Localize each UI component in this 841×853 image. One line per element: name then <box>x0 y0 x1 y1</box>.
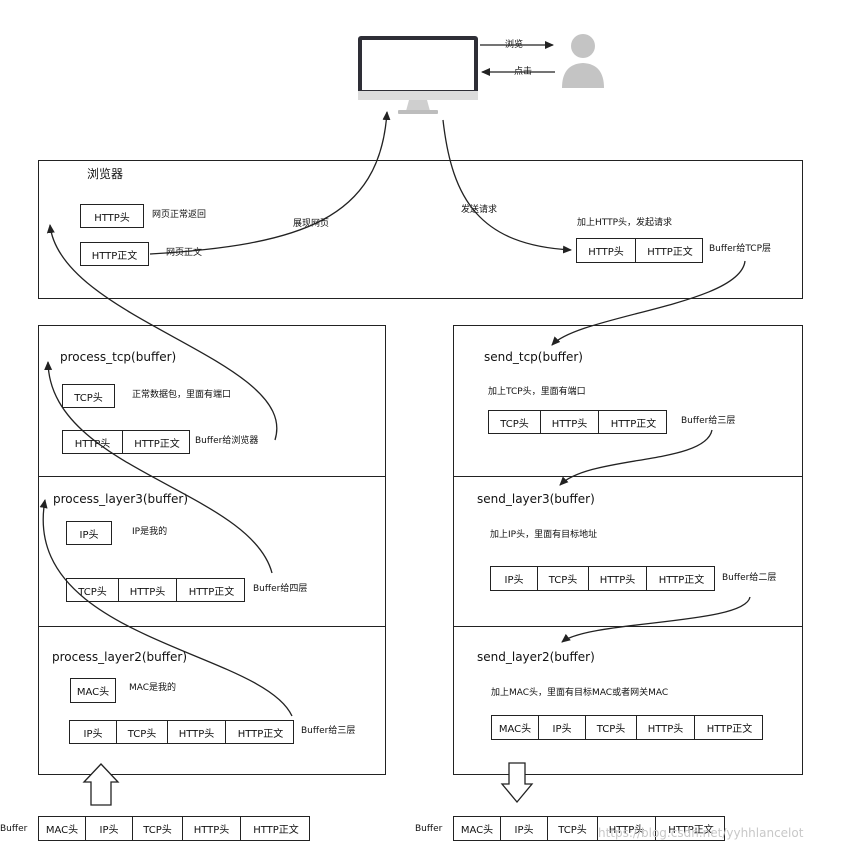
click-label: 点击 <box>514 67 533 77</box>
recv-tcp-cells: HTTP头 HTTP正文 <box>62 430 190 454</box>
cell: IP头 <box>500 817 547 840</box>
ip-note: IP是我的 <box>132 527 168 537</box>
cell: HTTP头 <box>118 579 176 601</box>
cell: HTTP头 <box>597 817 655 840</box>
cell: HTTP头 <box>540 411 598 433</box>
browse-label: 浏览 <box>505 40 524 50</box>
cell: HTTP正文 <box>225 721 295 743</box>
add-http-note: 加上HTTP头，发起请求 <box>577 218 673 228</box>
http-body-note: 网页正文 <box>166 248 203 258</box>
cell: MAC头 <box>45 825 79 836</box>
cell: TCP头 <box>547 817 597 840</box>
cell: IP头 <box>538 716 585 739</box>
cell: IP头 <box>504 575 524 586</box>
send-request-label: 发送请求 <box>461 205 498 215</box>
send-l2-cells: MAC头 IP头 TCP头 HTTP头 HTTP正文 <box>491 715 763 740</box>
cell: HTTP正文 <box>240 817 311 840</box>
cell: HTTP正文 <box>694 716 764 739</box>
send-tcp-cells: TCP头 HTTP头 HTTP正文 <box>488 410 667 434</box>
process-layer2-title: process_layer2(buffer) <box>52 650 188 664</box>
cell: IP头 <box>83 728 103 740</box>
cell: TCP头 <box>132 817 182 840</box>
request-cells: HTTP头 HTTP正文 <box>576 238 703 263</box>
process-layer3-title: process_layer3(buffer) <box>53 492 189 506</box>
send-tcp-buffer-label: Buffer给三层 <box>681 416 736 426</box>
cell: HTTP头 <box>636 716 694 739</box>
cell: HTTP正文 <box>635 239 704 262</box>
cell: HTTP正文 <box>655 817 726 840</box>
send-layer2-title: send_layer2(buffer) <box>477 650 595 664</box>
http-body-cell: HTTP正文 <box>91 250 138 262</box>
send-tcp-title: send_tcp(buffer) <box>484 350 583 364</box>
send-buffer-label: Buffer <box>415 824 443 834</box>
cell: HTTP正文 <box>646 567 716 590</box>
buffer-to-tcp-label: Buffer给TCP层 <box>709 244 771 254</box>
http-head-note: 网页正常返回 <box>152 210 207 220</box>
recv-buffer-label: Buffer <box>0 824 28 834</box>
browser-title: 浏览器 <box>87 167 124 181</box>
send-buffer-cells: MAC头 IP头 TCP头 HTTP头 HTTP正文 <box>453 816 725 841</box>
http-body-box: HTTP正文 <box>80 242 149 266</box>
process-tcp-title: process_tcp(buffer) <box>60 350 177 364</box>
send-l3-cells: IP头 TCP头 HTTP头 HTTP正文 <box>490 566 715 591</box>
recv-l3-cells: TCP头 HTTP头 HTTP正文 <box>66 578 245 602</box>
cell: HTTP正文 <box>176 579 246 601</box>
cell: TCP头 <box>500 418 529 430</box>
cell: HTTP头 <box>588 247 624 258</box>
buffer-to-layer3-label: Buffer给三层 <box>301 726 356 736</box>
cell: HTTP头 <box>182 817 240 840</box>
ip-head-box: IP头 <box>66 521 112 545</box>
cell: MAC头 <box>498 724 532 735</box>
recv-l2-cells: IP头 TCP头 HTTP头 HTTP正文 <box>69 720 294 744</box>
cell: HTTP正文 <box>598 411 668 433</box>
tcp-head-box: TCP头 <box>62 384 115 408</box>
send-layer2-panel <box>453 626 803 775</box>
cell: MAC头 <box>460 825 494 836</box>
cell: HTTP正文 <box>122 431 191 453</box>
cell: TCP头 <box>116 721 167 743</box>
send-tcp-note: 加上TCP头，里面有端口 <box>488 387 586 397</box>
send-tcp-panel <box>453 325 803 477</box>
monitor-icon <box>357 35 479 117</box>
cell: TCP头 <box>537 567 588 590</box>
user-icon <box>560 32 606 90</box>
watermark: https://blog.csdn.net/yyhhlancelot <box>598 826 804 840</box>
cell: MAC头 <box>76 687 110 698</box>
send-layer3-title: send_layer3(buffer) <box>477 492 595 506</box>
tcp-note: 正常数据包，里面有端口 <box>132 390 232 400</box>
send-layer2-note: 加上MAC头，里面有目标MAC或者网关MAC <box>491 688 669 698</box>
cell: TCP头 <box>78 586 107 598</box>
browser-panel <box>38 160 803 299</box>
mac-head-box: MAC头 <box>70 678 116 703</box>
cell: TCP头 <box>74 392 103 404</box>
cell: IP头 <box>79 529 99 541</box>
buffer-to-browser-label: Buffer给浏览器 <box>195 436 259 446</box>
send-layer3-note: 加上IP头，里面有目标地址 <box>490 530 598 540</box>
http-head-cell: HTTP头 <box>94 212 130 224</box>
mac-note: MAC是我的 <box>129 683 177 693</box>
buffer-to-layer4-label: Buffer给四层 <box>253 584 308 594</box>
show-page-label: 展现网页 <box>293 219 330 229</box>
cell: HTTP头 <box>167 721 225 743</box>
recv-buffer-cells: MAC头 IP头 TCP头 HTTP头 HTTP正文 <box>38 816 310 841</box>
cell: HTTP头 <box>74 438 111 450</box>
send-layer3-buffer-label: Buffer给二层 <box>722 573 777 583</box>
http-head-box: HTTP头 <box>80 204 144 228</box>
cell: HTTP头 <box>588 567 646 590</box>
cell: IP头 <box>85 817 132 840</box>
cell: TCP头 <box>585 716 636 739</box>
